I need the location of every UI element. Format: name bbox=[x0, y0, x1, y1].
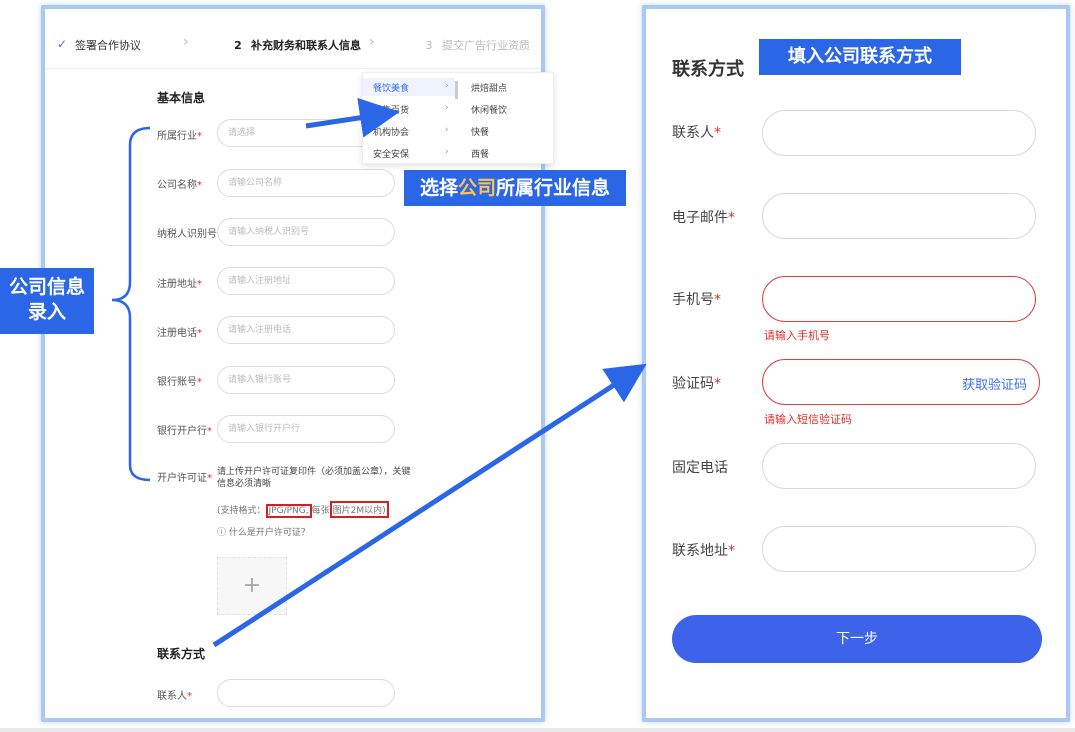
size-highlight: 图片2M以内) bbox=[329, 501, 389, 518]
check-icon: ✓ bbox=[57, 37, 68, 51]
bank-branch-input[interactable]: 请输入银行开户行 bbox=[217, 415, 395, 443]
industry-annotation-banner: 选择公司所属行业信息 bbox=[404, 170, 626, 206]
license-upload-hint: 请上传开户许可证复印件（必须加盖公章），关键信息必须清晰 bbox=[217, 467, 411, 489]
subcategory-item[interactable]: 休闲餐饮 bbox=[471, 106, 508, 116]
contact-title: 联系方式 bbox=[672, 59, 744, 80]
address-input[interactable] bbox=[762, 526, 1036, 572]
contact-person-label: 联系人* bbox=[157, 691, 192, 702]
email-input[interactable] bbox=[762, 193, 1036, 239]
basic-info-title: 基本信息 bbox=[157, 91, 206, 105]
chevron-right-icon: › bbox=[445, 125, 449, 135]
contact-person-input[interactable] bbox=[762, 110, 1036, 156]
step-1-label: 签署合作协议 bbox=[75, 39, 141, 52]
license-upload-button[interactable]: + bbox=[217, 557, 287, 615]
step-2-number: 2 bbox=[234, 39, 242, 52]
bottom-divider bbox=[0, 728, 1075, 732]
landline-input[interactable] bbox=[762, 443, 1036, 489]
category-item[interactable]: 安全安保 bbox=[373, 150, 410, 160]
chevron-right-icon: › bbox=[445, 81, 449, 91]
company-name-label: 公司名称* bbox=[157, 180, 202, 191]
mobile-input[interactable] bbox=[762, 276, 1036, 322]
contact-person-label: 联系人* bbox=[672, 125, 721, 141]
company-name-input[interactable]: 请输公司名称 bbox=[217, 169, 395, 197]
registered-address-label: 注册地址* bbox=[157, 279, 202, 290]
contact-section-title: 联系方式 bbox=[157, 647, 206, 661]
contact-annotation-banner: 填入公司联系方式 bbox=[759, 39, 961, 75]
category-item[interactable]: 餐饮美食 bbox=[373, 84, 410, 94]
chevron-right-icon: › bbox=[369, 34, 375, 50]
step-2-label: 补充财务和联系人信息 bbox=[251, 39, 361, 52]
verify-code-input[interactable]: 获取验证码 bbox=[762, 359, 1040, 405]
step-progress-bar: ✓ 签署合作协议 › 2 补充财务和联系人信息 › 3 提交广告行业资质 bbox=[45, 9, 541, 69]
subcategory-item[interactable]: 烘焙甜点 bbox=[471, 84, 508, 94]
verify-code-label: 验证码* bbox=[672, 376, 721, 392]
tax-id-label: 纳税人识别号* bbox=[157, 229, 222, 240]
mobile-label: 手机号* bbox=[672, 292, 721, 308]
bank-account-label: 银行账号* bbox=[157, 377, 202, 388]
subcategory-item[interactable]: 快餐 bbox=[471, 128, 490, 138]
chevron-right-icon: › bbox=[183, 34, 189, 50]
plus-icon: + bbox=[242, 573, 262, 598]
contact-person-input[interactable] bbox=[217, 679, 395, 707]
industry-label: 所属行业* bbox=[157, 131, 202, 142]
registered-address-input[interactable]: 请输入注册地址 bbox=[217, 267, 395, 295]
license-help-link[interactable]: ⓘ 什么是开户许可证？ bbox=[217, 528, 310, 538]
format-hint: (支持格式：JPG/PNG,每张图片2M以内) bbox=[217, 501, 389, 518]
chevron-right-icon: › bbox=[445, 103, 449, 113]
subcategory-item[interactable]: 西餐 bbox=[471, 150, 490, 160]
chevron-right-icon: › bbox=[445, 147, 449, 157]
industry-dropdown: 餐饮美食 › 烘焙甜点 零售百货 › 休闲餐饮 机构协会 › 快餐 安全安保 ›… bbox=[362, 72, 554, 164]
category-item[interactable]: 机构协会 bbox=[373, 128, 410, 138]
verify-code-error: 请输入短信验证码 bbox=[764, 413, 852, 426]
license-label: 开户许可证* bbox=[157, 473, 212, 484]
bank-account-input[interactable]: 请输入银行账号 bbox=[217, 366, 395, 394]
company-info-annotation: 公司信息录入 bbox=[0, 268, 94, 334]
next-step-button[interactable]: 下一步 bbox=[672, 615, 1042, 663]
tax-id-input[interactable]: 请输入纳税人识别号 bbox=[217, 218, 395, 246]
address-label: 联系地址* bbox=[672, 543, 735, 559]
category-item[interactable]: 零售百货 bbox=[373, 106, 410, 116]
mobile-error: 请输入手机号 bbox=[764, 329, 830, 342]
step-2: 2 补充财务和联系人信息 bbox=[231, 37, 361, 53]
help-circle-icon: ⓘ bbox=[217, 528, 229, 538]
registered-phone-label: 注册电话* bbox=[157, 328, 202, 339]
format-highlight: JPG/PNG, bbox=[265, 504, 312, 518]
get-code-button[interactable]: 获取验证码 bbox=[961, 378, 1027, 393]
contact-form-panel: 联系方式 填入公司联系方式 联系人* 电子邮件* 手机号* 请输入手机号 验证码… bbox=[642, 5, 1070, 722]
step-3-number: 3 bbox=[425, 39, 433, 52]
step-3: 3 提交广告行业资质 bbox=[422, 37, 531, 53]
registered-phone-input[interactable]: 请输入注册电话 bbox=[217, 316, 395, 344]
landline-label: 固定电话 bbox=[672, 460, 728, 476]
bank-branch-label: 银行开户行* bbox=[157, 426, 212, 437]
email-label: 电子邮件* bbox=[672, 210, 735, 226]
step-3-label: 提交广告行业资质 bbox=[442, 39, 530, 52]
